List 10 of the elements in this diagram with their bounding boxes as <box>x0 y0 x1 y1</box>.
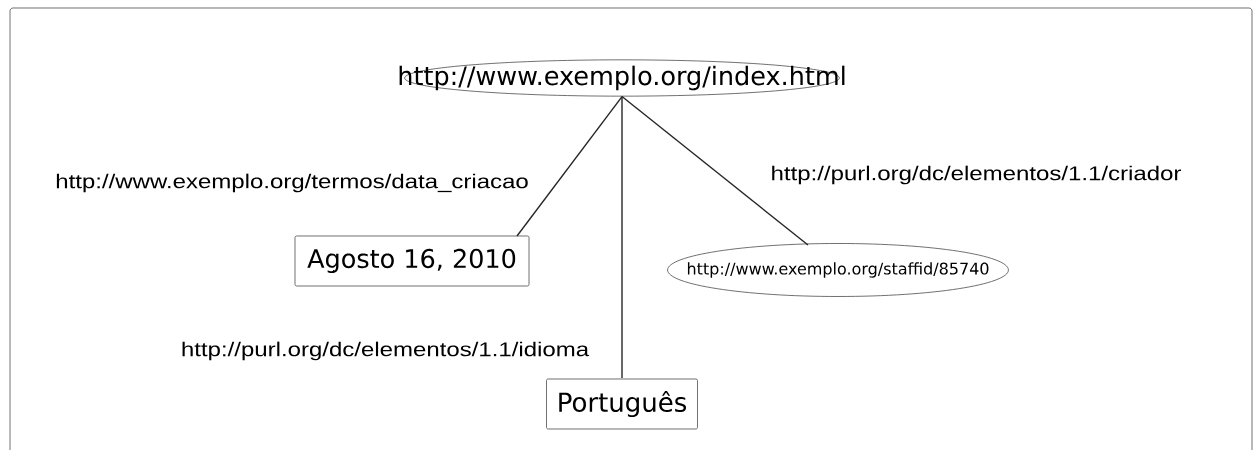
edge-label: http://purl.org/dc/elementos/1.1/criador <box>769 164 1183 186</box>
text-box: Agosto 16, 2010 <box>294 235 530 287</box>
text-box: Português <box>546 378 698 430</box>
ellipse-node: http://www.exemplo.org/index.html <box>399 59 845 97</box>
edge-label: http://purl.org/dc/elementos/1.1/idioma <box>179 340 591 362</box>
connector-line <box>516 95 623 237</box>
ellipse-node: http://www.exemplo.org/staffid/85740 <box>667 243 1009 297</box>
connector-line <box>621 95 809 246</box>
edge-label: http://www.exemplo.org/termos/data_criacao <box>54 172 530 194</box>
connector-line <box>621 95 623 379</box>
